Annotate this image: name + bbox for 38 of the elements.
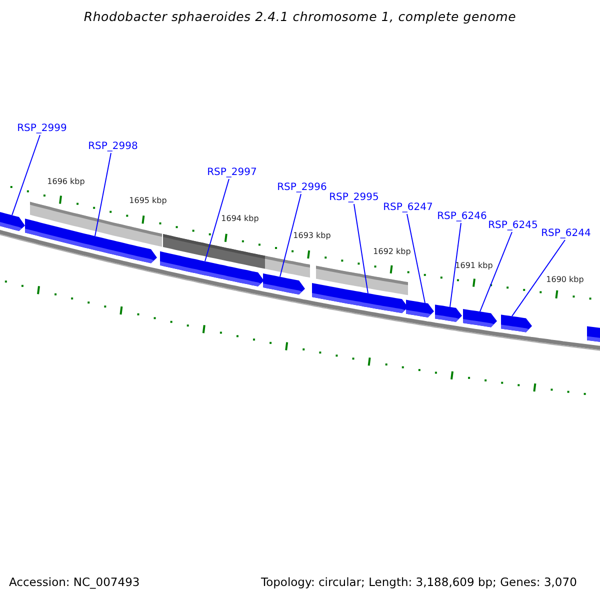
gene-block [406,300,434,318]
gene-block [587,326,600,342]
gene-block [501,314,532,332]
gene-block [263,273,305,294]
leader-line [354,204,368,294]
gene-label: RSP_2999 [17,123,67,135]
gene-block [25,218,157,264]
gene-label: RSP_6245 [488,220,538,232]
gene-label: RSP_2995 [329,192,379,204]
footer-text: Accession: NC_007493 [9,575,140,589]
scale-label: 1692 kbp [373,247,411,257]
leader-line [512,240,566,317]
scale-label: 1696 kbp [47,177,85,187]
leader-line [204,178,230,262]
gene-label: RSP_6247 [383,202,433,214]
scale-label: 1694 kbp [221,214,259,224]
gene-block [160,251,264,286]
scale-label: 1693 kbp [293,231,331,241]
gene-label: RSP_6244 [541,228,591,240]
leader-line [94,152,112,237]
leader-line [406,214,426,304]
leader-line [450,222,462,308]
leader-line [480,232,512,312]
leader-line [12,134,40,216]
gene-label: RSP_2997 [207,167,257,179]
gene-block [312,283,408,314]
gene-block [463,309,497,328]
gene-block [0,209,25,231]
gene-label: RSP_6246 [437,211,487,223]
footer-text: Topology: circular; Length: 3,188,609 bp; Genes: 3,070 [261,575,577,589]
diagram-title: Rhodobacter sphaeroides 2.4.1 chromosome 1, complete genome [82,9,518,24]
scale-label: 1695 kbp [129,196,167,206]
gene-label: RSP_2996 [277,182,327,194]
scale-label: 1691 kbp [455,261,493,271]
gene-block [435,304,462,322]
gene-label: RSP_2998 [88,141,138,153]
leader-line [280,194,302,278]
scale-label: 1690 kbp [546,275,584,285]
